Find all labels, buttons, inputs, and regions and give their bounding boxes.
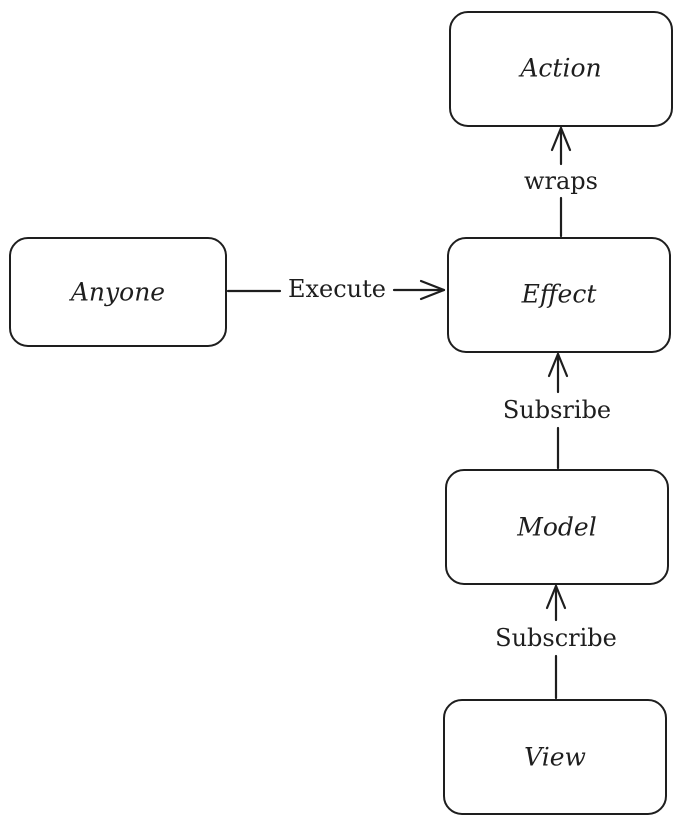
node-effect[interactable]: Effect [447,237,671,353]
node-view[interactable]: View [443,699,667,815]
node-model-label: Model [516,513,596,542]
node-effect-box [447,237,671,353]
node-action-box [449,11,673,127]
node-model-box [445,469,669,585]
edge-execute-label: Execute [288,275,386,303]
node-anyone[interactable]: Anyone [9,237,227,347]
node-anyone-box [9,237,227,347]
arrow-up-icon [547,352,569,378]
arrow-up-icon [550,126,572,152]
node-model[interactable]: Model [445,469,669,585]
arrow-right-icon [419,279,446,301]
node-anyone-label: Anyone [69,278,165,307]
edge-wraps-label: wraps [524,167,598,195]
node-view-label: View [524,743,586,772]
edge-wraps[interactable]: wraps [524,126,598,238]
node-view-box [443,699,667,815]
node-action[interactable]: Action [449,11,673,127]
edge-subsribe[interactable]: Subsribe [503,352,611,470]
edge-subscribe-label: Subscribe [495,624,617,652]
edge-execute[interactable]: Execute [226,275,446,303]
edge-subsribe-label: Subsribe [503,396,611,424]
node-effect-label: Effect [521,280,598,309]
node-action-label: Action [518,54,601,83]
arrow-up-icon [545,584,567,610]
edge-subscribe[interactable]: Subscribe [495,584,617,700]
